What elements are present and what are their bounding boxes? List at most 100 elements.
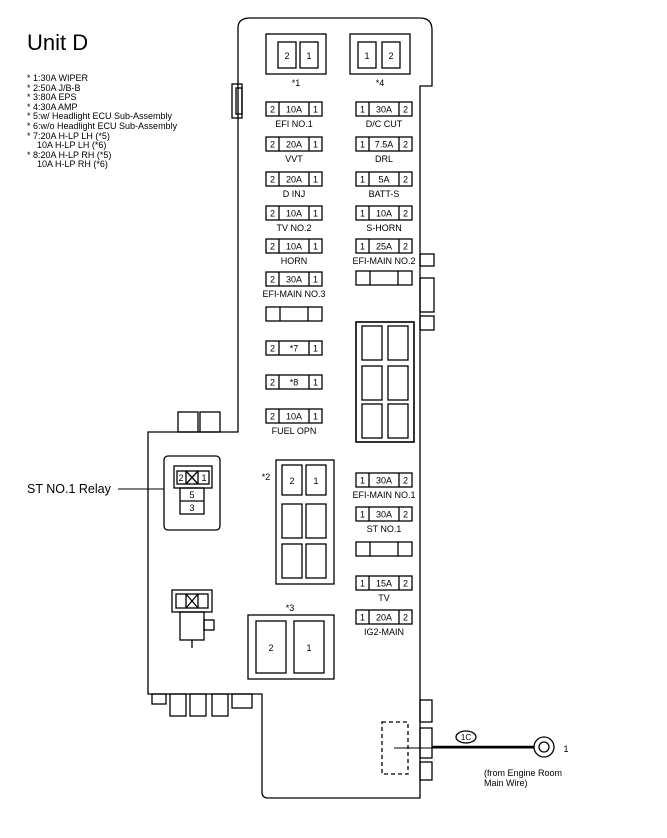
fuse-name: EFI-MAIN NO.1 — [352, 490, 415, 500]
fuse-right: 1 — [313, 412, 318, 422]
fuse-block-3 — [247, 614, 335, 680]
fuse-name: HORN — [281, 256, 308, 266]
fuse-right: 2 — [403, 242, 408, 252]
block-3-pin: 2 — [268, 643, 273, 653]
top-fuse-frame-4 — [349, 33, 411, 75]
fuse-value: 25A — [376, 242, 392, 252]
fuse-right: 2 — [403, 105, 408, 115]
fuse-left: 2 — [270, 242, 275, 252]
fuse-right: 2 — [403, 209, 408, 219]
fuse-name: VVT — [285, 154, 303, 164]
st-no1-relay — [163, 455, 221, 531]
fuse-value: *8 — [290, 378, 299, 388]
fuse-right: 2 — [403, 510, 408, 520]
origin-note: (from Engine Room Main Wire) — [484, 768, 562, 788]
footnote: * 8:20A H-LP RH (*5) — [27, 149, 112, 160]
fuse-name: D INJ — [283, 189, 306, 199]
terminal-number: 1 — [563, 744, 568, 754]
fuse-right: 1 — [313, 209, 318, 219]
housing-tab — [419, 315, 435, 331]
fuse-right: 1 — [313, 175, 318, 185]
fuse-left: 1 — [360, 140, 365, 150]
block-3-label: *3 — [286, 603, 295, 613]
top-fuse-frame-1 — [265, 33, 327, 75]
fuse-name: ST NO.1 — [367, 524, 402, 534]
empty-fuse-slot — [355, 541, 413, 557]
block-3-pin: 1 — [306, 643, 311, 653]
fuse-name: EFI-MAIN NO.3 — [262, 289, 325, 299]
fuse-value: 20A — [376, 613, 392, 623]
fuse-value: 30A — [376, 105, 392, 115]
fuse-value: 10A — [376, 209, 392, 219]
fuse-right: 1 — [313, 275, 318, 285]
fuse-left: 2 — [270, 175, 275, 185]
fuse-left: 2 — [270, 105, 275, 115]
fuse-left: 2 — [270, 275, 275, 285]
origin-note-line: (from Engine Room — [484, 768, 563, 778]
fuse-name: FUEL OPN — [272, 426, 317, 436]
fuse-right: 1 — [313, 105, 318, 115]
footnote: 10A H-LP RH (*6) — [27, 159, 108, 170]
housing-tab — [419, 727, 433, 759]
fuse-name: DRL — [375, 154, 393, 164]
fuse-right: 1 — [313, 344, 318, 354]
fuse-name: EFI NO.1 — [275, 119, 313, 129]
top-fuse-pin: 2 — [388, 51, 393, 61]
relay-pin: 1 — [201, 473, 206, 483]
top-fuse-pin: 1 — [306, 51, 311, 61]
housing-tab — [199, 411, 221, 433]
fuse-left: 1 — [360, 476, 365, 486]
fuse-left: 1 — [360, 175, 365, 185]
housing-tab — [177, 411, 199, 433]
fuse-right: 2 — [403, 140, 408, 150]
footnote: * 7:20A H-LP LH (*5) — [27, 130, 110, 141]
block-2-pin: 1 — [313, 476, 318, 486]
fuse-value: 30A — [376, 476, 392, 486]
fuse-value: 10A — [286, 105, 302, 115]
relay-pin: 3 — [189, 503, 194, 513]
fuse-name: TV NO.2 — [276, 223, 311, 233]
housing-tab — [419, 699, 433, 723]
relay-bank — [355, 321, 415, 443]
footnote: * 3:80A EPS — [27, 92, 77, 103]
block-2-label: *2 — [262, 472, 271, 482]
fuse-value: 10A — [286, 412, 302, 422]
fuse-left: 1 — [360, 579, 365, 589]
housing-tab — [419, 761, 433, 781]
fuse-right: 2 — [403, 613, 408, 623]
footnote-list: * 1:30A WIPER * 2:50A J/B-B * 3:80A EPS … — [27, 73, 177, 170]
fuse-value: 5A — [378, 175, 389, 185]
fuse-right: 2 — [403, 476, 408, 486]
page-title: Unit D — [27, 30, 89, 55]
footnote: * 2:50A J/B-B — [27, 82, 81, 93]
ring-terminal — [533, 736, 555, 758]
top-fuse-pin: 1 — [364, 51, 369, 61]
fuse-right: 1 — [313, 140, 318, 150]
top-fuse-pin: 2 — [284, 51, 289, 61]
fuse-value: 30A — [286, 275, 302, 285]
housing-tab — [169, 693, 187, 717]
empty-fuse-slot — [355, 270, 413, 286]
fuse-value: 15A — [376, 579, 392, 589]
empty-fuse-slot — [265, 306, 323, 322]
fuse-left: 1 — [360, 510, 365, 520]
relay-pin: 5 — [189, 490, 194, 500]
housing-tab — [231, 693, 253, 709]
fuse-name: IG2-MAIN — [364, 627, 404, 637]
fuse-left: 2 — [270, 209, 275, 219]
fuse-left: 2 — [270, 412, 275, 422]
